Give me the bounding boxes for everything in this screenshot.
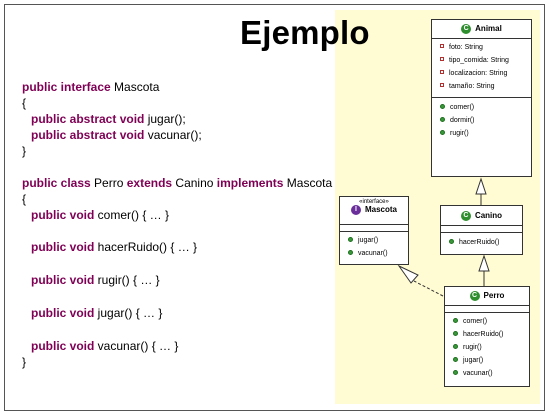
code-line-open-brace: {: [22, 192, 27, 206]
method-row: vacunar(): [445, 367, 529, 380]
uml-attributes: [340, 224, 408, 231]
uml-methods: comer() dormir() rugir(): [432, 97, 531, 140]
arrow-perro-canino-head: [478, 254, 490, 272]
public-method-icon: [453, 330, 458, 336]
public-method-icon: [440, 116, 445, 122]
attribute-row: foto: String: [432, 41, 531, 54]
code-line-close-brace: }: [22, 144, 27, 158]
private-field-icon: [440, 44, 444, 49]
code-line-method-comer: public void comer() { … }: [31, 208, 170, 222]
method-row: rugir(): [432, 127, 531, 140]
code-line-interface: public interface Mascota: [22, 80, 160, 94]
code-line-method-hacerruido: public void hacerRuido() { … }: [31, 240, 198, 254]
abstract-method-icon: [449, 238, 454, 244]
code-line-abstract-vacunar: public abstract void vacunar();: [31, 128, 202, 142]
attribute-row: localizacion: String: [432, 67, 531, 80]
method-row: dormir(): [432, 114, 531, 127]
public-method-icon: [348, 236, 353, 242]
slide-title: Ejemplo: [240, 14, 370, 51]
method-row: rugir(): [445, 341, 529, 354]
method-row: hacerRuido(): [441, 236, 522, 249]
code-line-abstract-jugar: public abstract void jugar();: [31, 112, 186, 126]
uml-attributes: foto: String tipo_comida: String localiz…: [432, 38, 531, 93]
code-line-open-brace: {: [22, 96, 27, 110]
method-row: comer(): [432, 101, 531, 114]
code-line-close-brace: }: [22, 355, 27, 369]
code-line-method-vacunar: public void vacunar() { … }: [31, 339, 179, 353]
method-row: vacunar(): [340, 247, 408, 260]
arrow-canino-animal-head: [475, 177, 487, 195]
private-field-icon: [440, 70, 444, 75]
interface-icon: I: [350, 205, 361, 215]
uml-attributes: [445, 305, 529, 312]
abstract-method-icon: [440, 103, 445, 109]
public-method-icon: [453, 356, 458, 362]
abstract-method-icon: [440, 129, 445, 135]
public-method-icon: [453, 317, 458, 323]
arrow-perro-mascota-head: [397, 264, 419, 284]
class-icon: C: [461, 23, 472, 34]
public-method-icon: [348, 249, 353, 255]
private-field-icon: [440, 83, 444, 88]
method-row: comer(): [445, 315, 529, 328]
arrow-perro-mascota-line: [413, 280, 444, 297]
uml-methods: hacerRuido(): [441, 232, 522, 249]
code-line-class: public class Perro extends Canino implem…: [22, 176, 333, 190]
stereotype-label: «interface»: [359, 199, 389, 205]
class-icon: C: [469, 290, 480, 301]
public-method-icon: [453, 369, 458, 375]
code-line-method-jugar: public void jugar() { … }: [31, 306, 163, 320]
uml-methods: comer() hacerRuido() rugir() jugar() vac…: [445, 312, 529, 380]
code-line-method-rugir: public void rugir() { … }: [31, 273, 160, 287]
method-row: jugar(): [445, 354, 529, 367]
method-row: jugar(): [340, 234, 408, 247]
uml-methods: jugar() vacunar(): [340, 231, 408, 260]
attribute-row: tipo_comida: String: [432, 54, 531, 67]
private-field-icon: [440, 57, 444, 62]
method-row: hacerRuido(): [445, 328, 529, 341]
attribute-row: tamaño: String: [432, 80, 531, 93]
public-method-icon: [453, 343, 458, 349]
class-icon: C: [460, 210, 471, 221]
uml-attributes: [441, 225, 522, 232]
